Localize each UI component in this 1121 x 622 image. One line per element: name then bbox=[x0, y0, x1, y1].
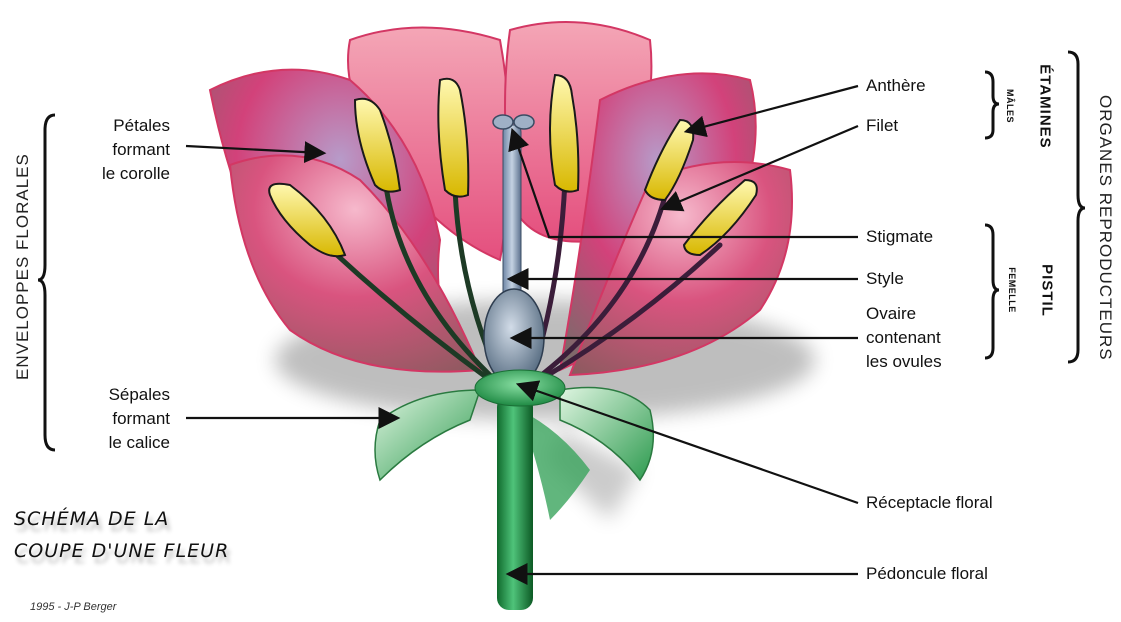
group-pistil-sub: FEMELLE bbox=[1007, 260, 1017, 320]
label-receptacle: Réceptacle floral bbox=[866, 491, 993, 515]
label-style: Style bbox=[866, 267, 904, 291]
brace-organes bbox=[1068, 52, 1085, 362]
credit: 1995 - J-P Berger bbox=[30, 601, 116, 613]
group-enveloppes-florales: ENVELOPPES FLORALES bbox=[13, 180, 33, 380]
label-ovaire: Ovaire contenant les ovules bbox=[866, 302, 942, 374]
brace-enveloppes bbox=[38, 115, 55, 450]
label-pedoncule: Pédoncule floral bbox=[866, 562, 988, 586]
diagram-title-line1: SCHÉMA DE LA bbox=[14, 508, 169, 530]
brace-pistil bbox=[985, 225, 999, 358]
group-etamines: ÉTAMINES bbox=[1037, 57, 1054, 157]
peduncle bbox=[497, 395, 533, 610]
label-filet: Filet bbox=[866, 114, 898, 138]
group-pistil: PISTIL bbox=[1039, 251, 1056, 331]
group-organes-reproducteurs: ORGANES REPRODUCTEURS bbox=[1095, 95, 1115, 325]
group-etamines-sub: MÂLES bbox=[1005, 76, 1015, 136]
label-anthere: Anthère bbox=[866, 74, 926, 98]
label-sepales: Sépales formant le calice bbox=[80, 383, 170, 455]
brace-etamines bbox=[985, 72, 999, 138]
diagram-title-line2: COUPE D'UNE FLEUR bbox=[14, 540, 229, 562]
label-petales: Pétales formant le corolle bbox=[80, 114, 170, 186]
receptacle bbox=[475, 370, 565, 406]
label-stigmate: Stigmate bbox=[866, 225, 933, 249]
